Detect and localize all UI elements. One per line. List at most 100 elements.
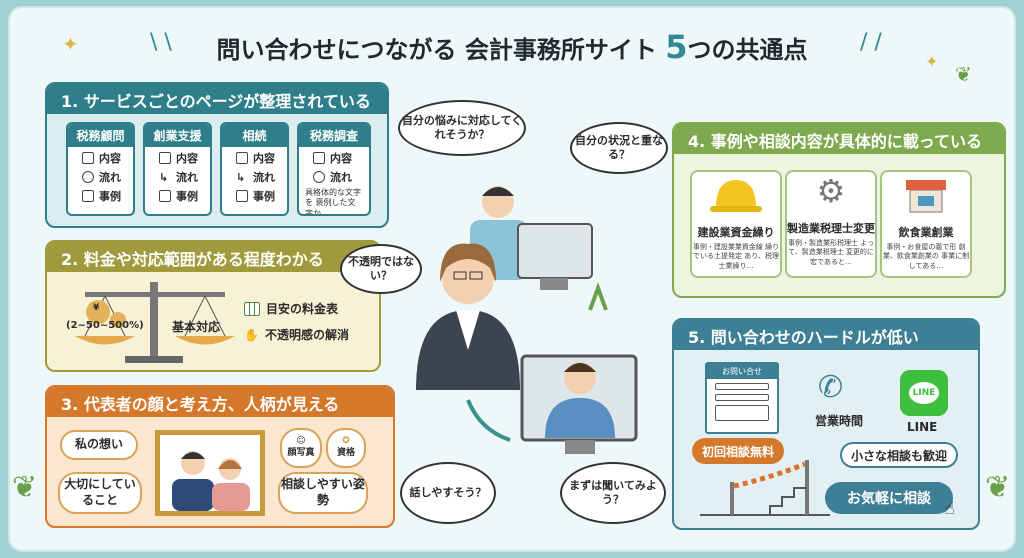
case-title: 建設業資金繰り [697, 226, 775, 239]
small-consult-welcome: 小さな相談も歓迎 [840, 442, 958, 468]
money-hand-icon: ✋ [244, 327, 259, 342]
section-heading: 1. サービスごとのページが整理されている [47, 84, 387, 114]
leaf-icon: ❦ [955, 62, 972, 86]
case-icon [82, 190, 94, 202]
item-label: 流れ [176, 171, 198, 184]
section-heading: 2. 料金や対応範囲がある程度わかる [47, 242, 379, 272]
leaf-decoration-icon: ❦ [985, 470, 1011, 505]
clock-icon [313, 171, 325, 183]
item-label: 内容 [99, 152, 121, 165]
speech-approachable: 相談しやすい姿勢 [278, 472, 368, 514]
form-field[interactable] [715, 405, 769, 421]
item-label: 事例 [99, 190, 121, 203]
item-label: 内容 [176, 152, 198, 165]
face-icon: ☺ [296, 436, 306, 447]
thought-bubble: まずは聞いてみよう？ [560, 462, 666, 524]
case-icon [236, 190, 248, 202]
document-icon [159, 152, 171, 164]
section-heading: 5. 問い合わせのハードルが低い [674, 320, 978, 350]
line-label: LINE [907, 420, 938, 434]
document-icon [236, 152, 248, 164]
line-logo[interactable]: LINE [900, 370, 948, 416]
hurdle-stairs-icon [700, 460, 830, 516]
item-label: 事例 [176, 190, 198, 203]
accent-lines-left: \ \ [150, 30, 172, 55]
clock-icon [82, 171, 94, 183]
representatives-illustration [172, 451, 250, 511]
speech-my-thoughts: 私の想い [60, 430, 138, 460]
service-card[interactable]: 税務調査 内容 流れ 具格体的な文字を 褒例した文字か… [297, 122, 371, 216]
section-heading: 3. 代表者の顔と考え方、人柄が見える [47, 387, 393, 417]
case-description: 事例・建設業業資金線 繰りでいる土提発定 あり、税理士業繰り… [692, 243, 780, 270]
leaf-decoration-icon: ❦ [12, 470, 38, 505]
item-label: 内容 [253, 152, 275, 165]
service-card[interactable]: 税務顧問 内容 流れ 事例 [66, 122, 135, 216]
badge-label: 資格 [336, 448, 355, 458]
speech-values: 大切にしていること [58, 472, 142, 514]
portrait-frame [155, 430, 265, 516]
pointer-hand-icon: ☝ [944, 498, 955, 519]
arrow-icon: ↳ [236, 170, 246, 184]
item-label: 内容 [330, 152, 352, 165]
thought-bubble: 不透明ではない？ [340, 244, 422, 294]
thought-bubble: 自分の状況と重なる？ [570, 122, 668, 174]
card-title: 創業支援 [145, 124, 210, 147]
title-suffix: つの共通点 [687, 36, 808, 64]
case-description: 事例・製造業形税理士 よって、製造業税理士 変更的に宏であると… [787, 239, 874, 266]
item-label: 流れ [330, 171, 352, 184]
case-title: 飲食業創業 [898, 226, 954, 239]
form-field[interactable] [715, 394, 769, 401]
case-card[interactable]: 飲食業創業 事例・お食屋の義で形 創業、飲食業創業の 事業に制してある… [880, 170, 972, 278]
free-consultation-badge: 初回相談無料 [692, 438, 784, 464]
case-title: 製造業税理士変更 [787, 222, 875, 235]
title-number: 5 [665, 28, 688, 66]
gears-icon: ⚙ [816, 172, 846, 210]
case-icon [159, 190, 171, 202]
form-field[interactable] [715, 383, 769, 390]
people-illustration [416, 186, 638, 454]
page-title: 問い合わせにつながる 会計事務所サイト 5つの共通点 [0, 28, 1024, 66]
thought-bubble: 話しやすそう？ [400, 462, 496, 524]
badge-label: 顔写真 [287, 448, 315, 458]
hardhat-icon [710, 180, 762, 212]
table-icon [244, 301, 260, 316]
document-icon [82, 152, 94, 164]
service-card[interactable]: 創業支援 内容 ↳ 流れ 事例 [143, 122, 212, 216]
consult-button[interactable]: お気軽に相談 [825, 482, 953, 514]
service-card[interactable]: 相続 内容 ↳ 流れ 事例 [220, 122, 289, 216]
item-label: 事例 [253, 190, 275, 203]
transparency-item: ✋ 不透明感の解消 [244, 326, 349, 343]
item-label: 目安の料金表 [266, 302, 339, 316]
shop-icon [906, 180, 946, 213]
item-label: 流れ [253, 171, 275, 184]
scale-icon [75, 282, 235, 363]
qualification-badge: ✪資格 [326, 428, 366, 468]
line-logo-text: LINE [908, 382, 940, 404]
medal-icon: ✪ [342, 436, 350, 447]
item-label: 流れ [99, 171, 121, 184]
title-text: 問い合わせにつながる 会計事務所サイト [216, 36, 666, 64]
basic-service-label: 基本対応 [172, 320, 221, 334]
case-card[interactable]: 建設業資金繰り 事例・建設業業資金線 繰りでいる土提発定 あり、税理士業繰り… [690, 170, 782, 278]
price-range: (2~50~500%) [66, 320, 144, 331]
case-description: 事例・お食屋の義で形 創業、飲食業創業の 事業に制してある… [882, 243, 970, 270]
card-title: 税務調査 [299, 124, 369, 147]
form-title: お問い合せ [707, 364, 777, 379]
yen-symbol: ¥ [93, 303, 100, 313]
card-title: 税務顧問 [68, 124, 133, 147]
phone-clock-icon: ✆ [818, 370, 844, 405]
thought-bubble: 自分の悩みに対応してくれそうか？ [398, 100, 526, 156]
contact-form[interactable]: お問い合せ [705, 362, 779, 434]
fee-table-item: 目安の料金表 [244, 300, 338, 317]
business-hours-label: 営業時間 [815, 414, 864, 428]
sparkle-icon: ✦ [62, 32, 79, 56]
card-title: 相続 [222, 124, 287, 147]
section-heading: 4. 事例や相談内容が具体的に載っている [674, 124, 1004, 154]
accent-lines-right: / / [860, 30, 882, 55]
sparkle-icon: ✦ [925, 52, 939, 71]
item-label: 不透明感の解消 [264, 328, 349, 342]
case-card[interactable]: ⚙ 製造業税理士変更 事例・製造業形税理士 よって、製造業税理士 変更的に宏であ… [785, 170, 877, 278]
document-icon [313, 152, 325, 164]
card-note: 具格体的な文字を 褒例した文字か… [305, 188, 361, 216]
arrow-icon: ↳ [159, 170, 169, 184]
